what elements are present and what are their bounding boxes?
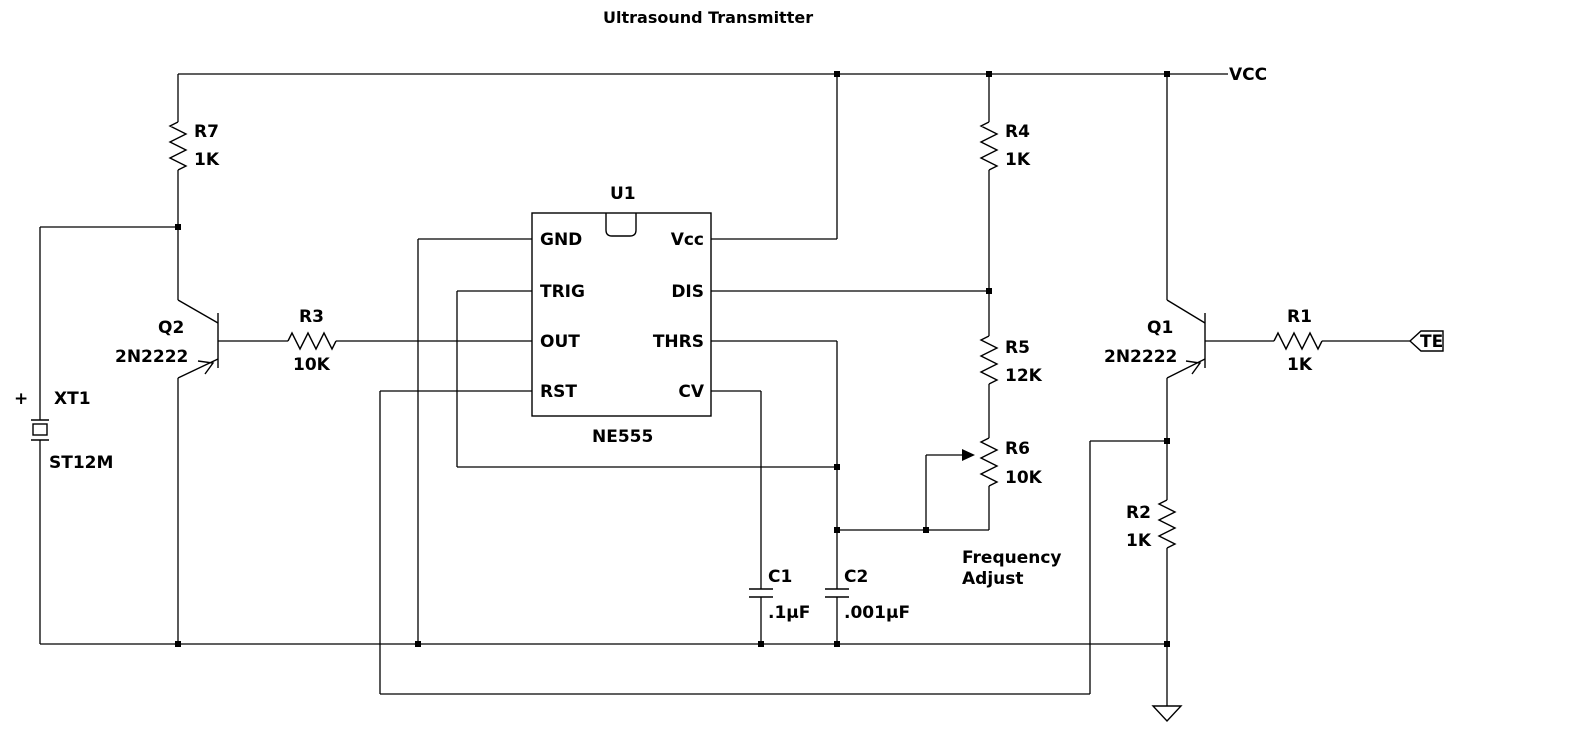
pin-vcc-label: Vcc: [671, 230, 704, 250]
r4-ref: R4: [1005, 122, 1030, 142]
vcc-net-label: VCC: [1229, 65, 1267, 85]
transistor-q1: Q1 2N2222: [1104, 299, 1206, 379]
r5-value: 12K: [1005, 366, 1043, 386]
r7-ref: R7: [194, 122, 219, 142]
diagram-title: Ultrasound Transmitter: [603, 8, 813, 27]
emitter-arrow-icon: [1185, 360, 1202, 375]
q2-ref: Q2: [158, 318, 184, 338]
pin-trig-label: TRIG: [540, 282, 585, 302]
r3-value: 10K: [293, 355, 331, 375]
r1-value: 1K: [1287, 355, 1313, 375]
pin-thrs-label: THRS: [653, 332, 704, 352]
r3-ref: R3: [299, 307, 324, 327]
q1-part: 2N2222: [1104, 347, 1177, 367]
transducer-xt1: + XT1 ST12M: [14, 389, 113, 473]
resistor-r1: R1 1K: [1273, 307, 1323, 375]
c2-value: .001µF: [844, 603, 910, 623]
pin-dis-label: DIS: [671, 282, 704, 302]
ic-u1: U1 NE555 GND TRIG OUT RST Vcc DIS THRS C…: [531, 184, 712, 447]
r7-value: 1K: [194, 150, 220, 170]
q1-ref: Q1: [1147, 318, 1173, 338]
frequency-note-line1: Frequency: [962, 548, 1062, 568]
junction-dots: [175, 71, 1170, 647]
ic-ref-label: U1: [610, 184, 636, 204]
r4-value: 1K: [1005, 150, 1031, 170]
potentiometer-r6: R6 10K: [926, 437, 1043, 488]
pin-rst-label: RST: [540, 382, 577, 402]
capacitor-c2: C2 .001µF: [825, 567, 910, 623]
capacitor-c1: C1 .1µF: [749, 567, 810, 623]
resistor-r2: R2 1K: [1126, 499, 1177, 551]
r2-value: 1K: [1126, 531, 1152, 551]
wires: [39, 73, 1410, 706]
pin-gnd-label: GND: [540, 230, 582, 250]
c2-ref: C2: [844, 567, 868, 587]
wiper-arrow-icon: [962, 449, 975, 461]
r5-ref: R5: [1005, 338, 1030, 358]
transistor-q2: Q2 2N2222: [115, 299, 219, 379]
r1-ref: R1: [1287, 307, 1312, 327]
frequency-note-line2: Adjust: [962, 569, 1024, 589]
xt1-part: ST12M: [49, 453, 113, 473]
xt1-polarity: +: [14, 389, 28, 409]
r6-ref: R6: [1005, 439, 1030, 459]
ic-part-label: NE555: [592, 427, 653, 447]
resistor-r5: R5 12K: [979, 335, 1043, 386]
c1-value: .1µF: [768, 603, 810, 623]
r2-ref: R2: [1126, 503, 1151, 523]
resistor-r3: R3 10K: [287, 307, 337, 375]
pin-out-label: OUT: [540, 332, 580, 352]
pin-cv-label: CV: [678, 382, 704, 402]
te-net-label: TE: [1420, 332, 1443, 352]
ground-icon: [1151, 705, 1183, 723]
te-net-flag: TE: [1408, 330, 1444, 352]
xt1-ref: XT1: [54, 389, 91, 409]
q2-part: 2N2222: [115, 347, 188, 367]
resistor-r7: R7 1K: [168, 121, 220, 171]
emitter-arrow-icon: [197, 360, 215, 375]
resistor-r4: R4 1K: [979, 121, 1031, 171]
c1-ref: C1: [768, 567, 792, 587]
r6-value: 10K: [1005, 468, 1043, 488]
